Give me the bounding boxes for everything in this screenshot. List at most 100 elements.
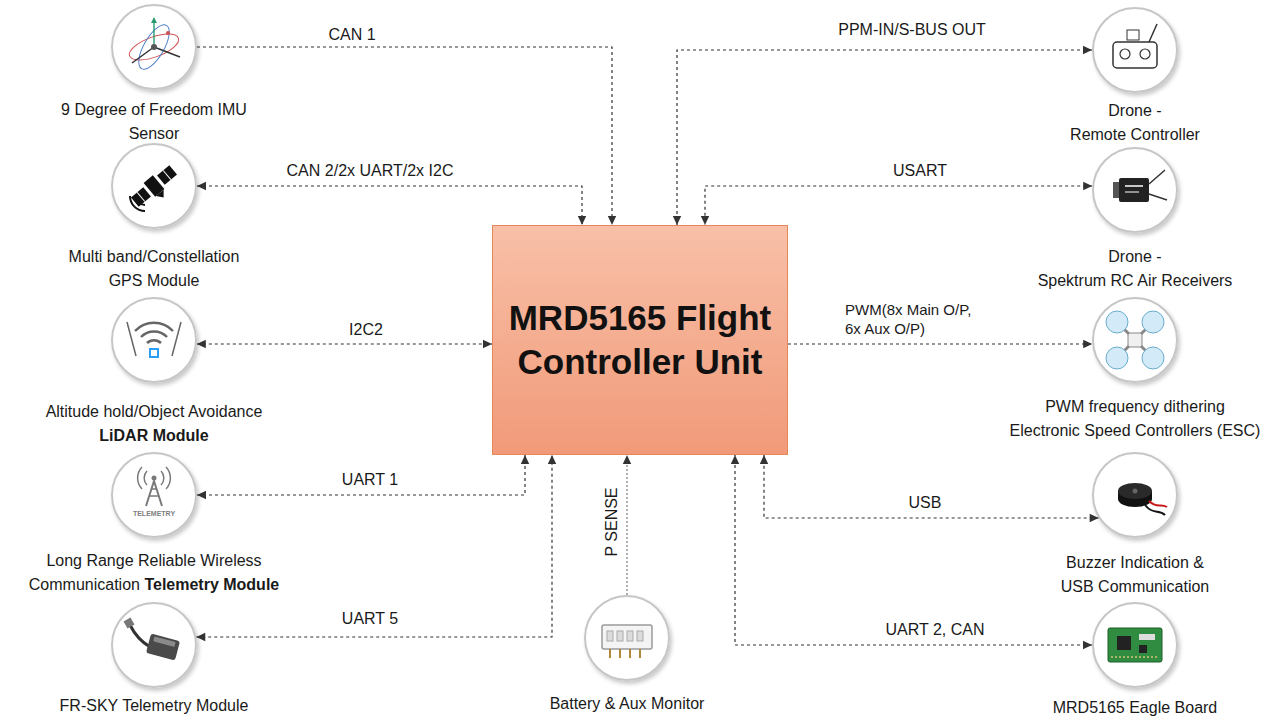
arrow-head	[673, 216, 681, 225]
circle-ground-part	[1093, 298, 1177, 382]
frsky-module-icon-part	[146, 633, 180, 660]
lidar-icon-part	[135, 323, 173, 331]
quadcopter-icon-part	[1128, 333, 1142, 347]
receiver-icon-part	[1113, 182, 1119, 198]
gps-icon-part	[130, 196, 145, 211]
connector	[701, 182, 1092, 225]
box-title: MRD5165 Flight Controller Unit	[500, 296, 780, 384]
pcb-board-icon-part	[1139, 645, 1147, 653]
peripheral-circle: Buzzer Indication & USB Communication	[1092, 452, 1178, 538]
node-caption: PWM frequency dithering Electronic Speed…	[1009, 395, 1261, 443]
remote-controller-icon-part	[1149, 24, 1157, 42]
caption-text: Buzzer Indication & USB Communication	[1061, 554, 1210, 595]
arrow-head	[731, 455, 739, 464]
imu-icon-part	[151, 17, 157, 23]
peripheral-circle: Drone -Spektrum RC Air Receivers	[1092, 147, 1178, 233]
circle-ground-part	[112, 603, 196, 687]
connector	[197, 182, 586, 225]
arrow-head	[608, 216, 616, 225]
lidar-icon-part	[127, 322, 136, 356]
frsky-module-icon-part	[153, 636, 176, 647]
quadcopter-icon-part	[1142, 311, 1164, 333]
caption-text: LiDAR Module	[34, 424, 274, 448]
quadcopter-icon-part	[1142, 347, 1164, 369]
arrow-head	[1083, 641, 1092, 649]
pcb-board-icon-part	[1111, 656, 1159, 658]
arrow-head	[196, 633, 205, 641]
connector	[731, 455, 1092, 649]
connector	[197, 340, 492, 348]
receiver-icon-part	[1125, 185, 1143, 187]
arrow-head	[197, 182, 206, 190]
imu-icon-part	[153, 19, 154, 47]
gps-icon-part-part	[163, 170, 171, 179]
connector-line	[764, 455, 1099, 518]
signal-label: P SENSE	[603, 487, 621, 556]
peripheral-circle: Drone -Remote Controller	[1092, 7, 1178, 93]
peripheral-circle: PWM frequency dithering Electronic Speed…	[1092, 297, 1178, 383]
signal-label: UART 5	[342, 610, 398, 628]
connector-line	[735, 455, 1092, 645]
node-caption: Buzzer Indication & USB Communication	[1055, 551, 1215, 599]
peripheral-circle: MRD5165 Eagle Board	[1092, 602, 1178, 688]
arrow-head	[1083, 182, 1092, 190]
lidar-icon-part	[141, 331, 167, 337]
receiver-icon	[1113, 170, 1167, 202]
remote-controller-icon-part	[1120, 49, 1130, 59]
telemetry-icon-part	[166, 467, 170, 489]
signal-label: UART 2, CAN	[886, 621, 985, 639]
battery-connector-icon-part	[627, 631, 633, 641]
circle-ground-part	[112, 298, 196, 382]
battery-connector-icon-part	[617, 631, 623, 641]
receiver-icon-part	[1119, 178, 1149, 202]
gps-icon-part-part	[156, 190, 168, 201]
caption-text: 9 Degree of Freedom IMU Sensor	[61, 101, 247, 142]
node-caption: Multi band/Constellation GPS Module	[59, 245, 249, 293]
pcb-board-icon-part	[1139, 634, 1155, 640]
signal-label: I2C2	[349, 321, 383, 339]
connector-line	[197, 186, 582, 225]
caption-text: Drone -	[1035, 99, 1235, 123]
node-caption: MRD5165 Eagle Board	[1005, 696, 1265, 720]
peripheral-circle: Battery & Aux Monitor	[584, 595, 670, 681]
connector	[760, 455, 1099, 522]
caption-text: Battery & Aux Monitor	[550, 695, 705, 712]
remote-controller-icon-part	[1113, 42, 1157, 68]
circle-ground-part	[1093, 148, 1177, 232]
circle-ground-part	[585, 596, 669, 680]
caption-text: Telemetry Module	[144, 576, 279, 593]
receiver-icon-part	[1125, 192, 1139, 193]
connector-line	[197, 343, 492, 344]
gps-icon-part	[136, 196, 145, 205]
buzzer-icon-part	[1118, 483, 1152, 499]
caption-text: FR-SKY Telemetry Module	[60, 697, 249, 714]
pcb-board-icon	[1108, 628, 1162, 662]
telemetry-icon-part	[144, 471, 147, 485]
node-caption: Drone -Spektrum RC Air Receivers	[1020, 245, 1250, 293]
arrow-head	[1083, 46, 1092, 54]
pcb-board-icon-part	[1117, 636, 1131, 650]
quadcopter-icon-part	[1106, 347, 1128, 369]
node-caption: 9 Degree of Freedom IMU Sensor	[54, 98, 254, 146]
icon-caption: TELEMETRY	[133, 510, 175, 518]
node-caption: Altitude hold/Object AvoidanceLiDAR Modu…	[34, 400, 274, 448]
node-caption: Drone -Remote Controller	[1035, 99, 1235, 147]
circle-ground-part	[1093, 8, 1177, 92]
buzzer-icon-part	[1133, 489, 1138, 494]
caption-text: Drone -	[1020, 245, 1250, 269]
signal-label: UART 1	[342, 471, 398, 489]
peripheral-circle: 9 Degree of Freedom IMU Sensor	[111, 4, 197, 90]
peripheral-circle: Long Range Reliable Wireless Communicati…	[111, 452, 197, 538]
arrow-head	[701, 216, 709, 225]
imu-icon-part	[154, 47, 180, 57]
pcb-board-icon-part	[1108, 628, 1162, 662]
connector	[197, 47, 616, 225]
telemetry-icon-part	[146, 481, 162, 506]
battery-connector-icon-part	[637, 631, 643, 641]
arrow-head	[548, 455, 556, 464]
peripheral-circle: FR-SKY Telemetry Module	[111, 602, 197, 688]
connector	[673, 46, 1092, 225]
telemetry-icon-part	[149, 489, 159, 496]
